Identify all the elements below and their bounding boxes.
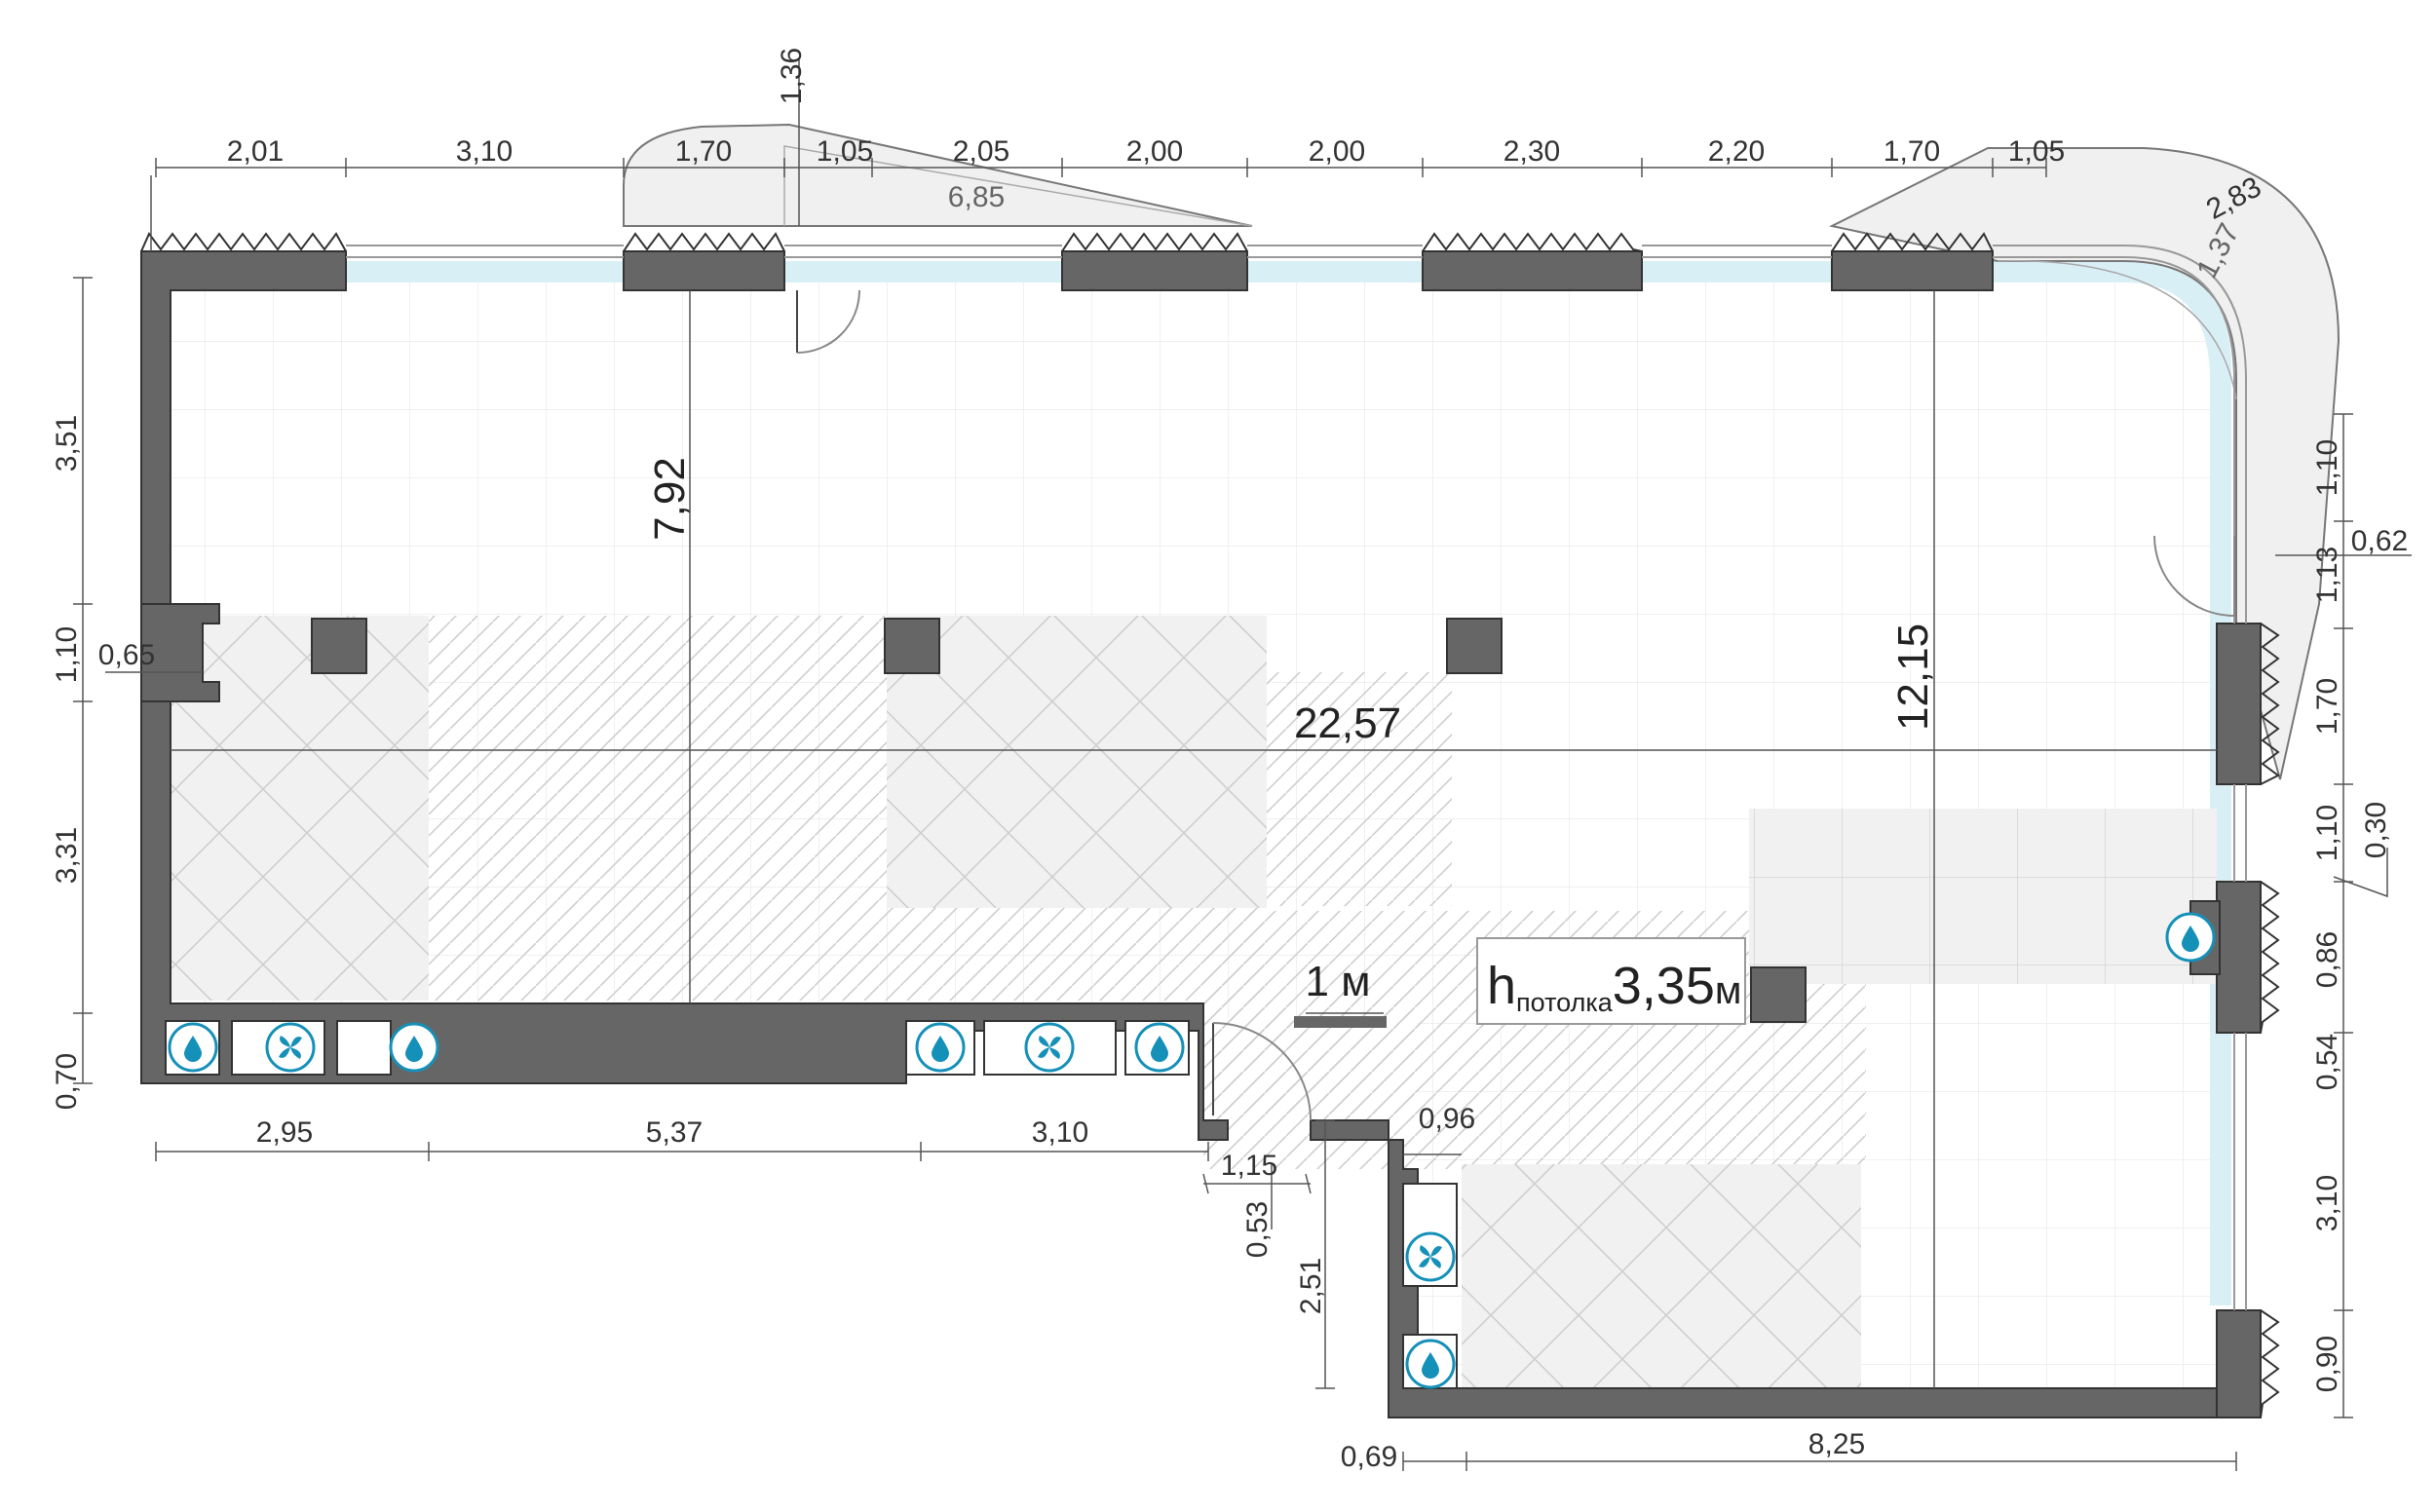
water-drop-icon bbox=[915, 1022, 966, 1073]
dim-top-8: 2,30 bbox=[1503, 135, 1560, 168]
fan-icon bbox=[1024, 1022, 1075, 1073]
left-dimensions: 3,51 1,10 3,31 0,70 0,65 bbox=[51, 415, 155, 1110]
dim-lower-width: 8,25 bbox=[1808, 1428, 1865, 1460]
dim-left-3: 3,31 bbox=[51, 827, 83, 884]
ceiling-height-box bbox=[1476, 937, 1746, 1025]
balcony-door-right bbox=[2153, 535, 2235, 618]
ceiling-subscript: потолка bbox=[1516, 988, 1614, 1017]
dim-lower-height: 2,51 bbox=[1295, 1258, 1327, 1314]
dim-right-4: 1,10 bbox=[2311, 805, 2343, 861]
dim-right-1: 1,10 bbox=[2311, 439, 2343, 496]
water-drop-icon bbox=[168, 1022, 218, 1073]
window-strips bbox=[346, 261, 2231, 1305]
water-drop-icon bbox=[389, 1022, 439, 1073]
dim-top-2: 3,10 bbox=[456, 135, 513, 168]
dimension-lines bbox=[73, 58, 2412, 1471]
dim-top-7: 2,00 bbox=[1309, 135, 1365, 168]
dim-balcony-length: 6,85 bbox=[948, 181, 1005, 213]
dim-right-3: 1,70 bbox=[2311, 678, 2343, 735]
doors bbox=[796, 289, 2235, 1121]
dim-niche: 0,65 bbox=[98, 639, 155, 671]
ceiling-value: 3,35 bbox=[1613, 957, 1715, 1015]
dim-bottom-1: 2,95 bbox=[256, 1116, 313, 1149]
dim-door-width: 1,15 bbox=[1221, 1150, 1277, 1182]
dim-top-11: 1,05 bbox=[2008, 135, 2065, 168]
interior-dimensions: 7,92 22,57 12,15 bbox=[646, 457, 1937, 747]
scale-label: 1 м bbox=[1306, 958, 1371, 1005]
finish-zones bbox=[171, 616, 2217, 1393]
ceiling-prefix: h bbox=[1487, 957, 1516, 1015]
dim-right-8: 0,90 bbox=[2311, 1336, 2343, 1392]
water-drop-icon bbox=[1134, 1022, 1185, 1073]
dim-right-6: 0,54 bbox=[2311, 1034, 2343, 1090]
dim-top-3: 1,70 bbox=[675, 135, 732, 168]
window-frames bbox=[346, 245, 2247, 1310]
dim-right-extra-1: 0,62 bbox=[2351, 525, 2408, 557]
ceiling-height-label: hпотолка3,35м bbox=[1487, 957, 1741, 1017]
balcony-right bbox=[1828, 147, 2341, 780]
dim-top-5: 2,05 bbox=[953, 135, 1009, 168]
dim-top-1: 2,01 bbox=[227, 135, 284, 168]
dim-bottom-2: 5,37 bbox=[646, 1116, 703, 1149]
dim-left-1: 3,51 bbox=[51, 415, 83, 472]
dim-right-extra-2: 0,30 bbox=[2360, 802, 2392, 858]
dim-total-length: 22,57 bbox=[1294, 699, 1401, 747]
fan-icon bbox=[265, 1022, 316, 1073]
right-dimensions: 1,10 1,13 1,70 1,10 0,86 0,54 3,10 0,90 … bbox=[2311, 439, 2408, 1392]
dim-balcony-height: 1,36 bbox=[776, 48, 808, 104]
dim-left-2: 1,10 bbox=[51, 626, 83, 683]
dim-bottom-3: 3,10 bbox=[1032, 1116, 1088, 1149]
dim-right-2: 1,13 bbox=[2311, 547, 2343, 603]
balcony-left bbox=[623, 123, 1253, 227]
dim-top-10: 1,70 bbox=[1884, 135, 1940, 168]
dim-door-depth: 0,53 bbox=[1241, 1201, 1274, 1258]
bottom-dimensions: 2,95 5,37 3,10 1,15 0,53 0,96 2,51 0,69 … bbox=[256, 1103, 1865, 1473]
dim-top-6: 2,00 bbox=[1126, 135, 1183, 168]
top-dimensions: 2,01 3,10 1,70 1,05 2,05 2,00 2,00 2,30 … bbox=[227, 48, 2266, 284]
dim-interior-height: 7,92 bbox=[646, 457, 694, 541]
dim-right-7: 3,10 bbox=[2311, 1175, 2343, 1231]
water-drop-icon bbox=[1405, 1339, 1456, 1389]
dim-left-4: 0,70 bbox=[51, 1053, 83, 1110]
dim-total-height: 12,15 bbox=[1889, 624, 1937, 731]
fan-icon bbox=[1405, 1231, 1456, 1282]
dim-top-4: 1,05 bbox=[817, 135, 873, 168]
ceiling-unit: м bbox=[1715, 969, 1742, 1012]
dim-step: 0,96 bbox=[1419, 1103, 1475, 1135]
water-drop-icon bbox=[2165, 912, 2216, 963]
radiators bbox=[140, 232, 2280, 1418]
dim-right-5: 0,86 bbox=[2311, 931, 2343, 988]
dim-top-9: 2,20 bbox=[1708, 135, 1765, 168]
dim-lower-left: 0,69 bbox=[1341, 1441, 1397, 1473]
scale-bar bbox=[1294, 1016, 1387, 1028]
